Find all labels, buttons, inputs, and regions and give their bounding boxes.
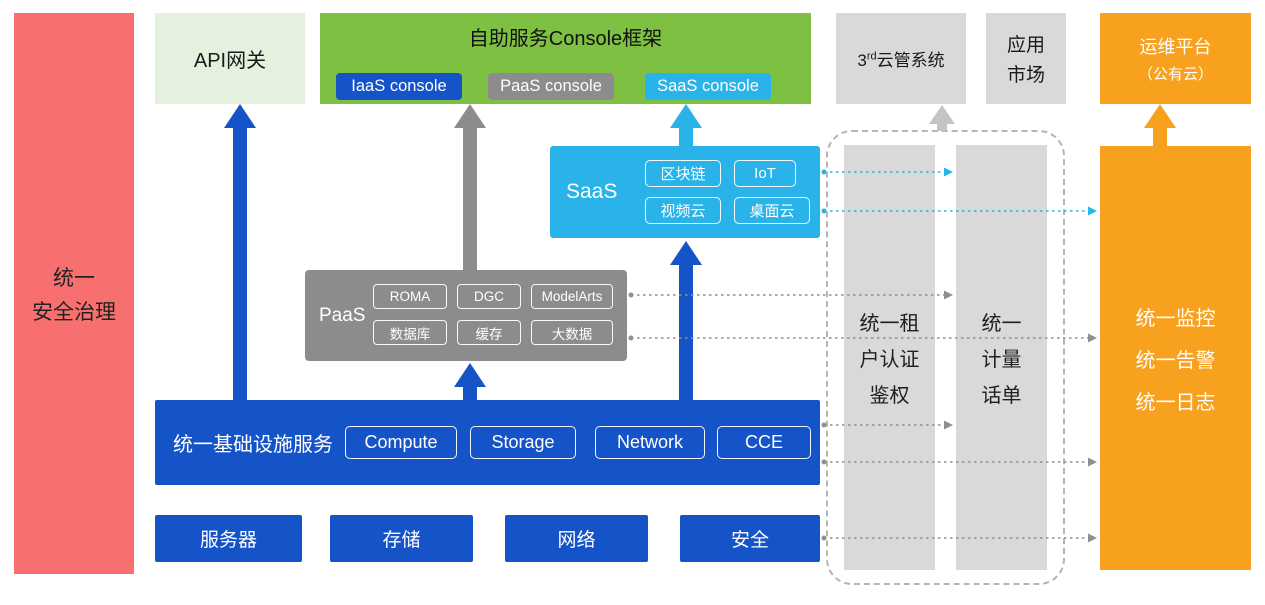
app-market-label: 应用 市场 (1007, 30, 1045, 87)
iaas-console-chip: IaaS console (336, 73, 462, 100)
hardware-network-box: 网络 (505, 515, 648, 562)
infra-item-cce: CCE (717, 426, 811, 459)
ops-platform-line-1: 运维平台 (1139, 37, 1212, 57)
tenant-auth-bar: 统一租 户认证 鉴权 (844, 145, 935, 570)
arrow-monitor-to-ops-platform (1144, 104, 1176, 146)
monitor-label: 统一监控 统一告警 统一日志 (1136, 302, 1216, 415)
third-party-cms-label: 3rd云管系统 (857, 46, 944, 71)
arrow-paas-to-console (454, 104, 486, 270)
metering-line-1: 统一 (981, 313, 1022, 335)
paas-item-database: 数据库 (373, 320, 447, 345)
third-party-cms-suffix: 云管系统 (876, 51, 945, 70)
metering-line-3: 话单 (981, 385, 1022, 407)
saas-item-iot: IoT (734, 160, 796, 187)
metering-line-2: 计量 (981, 349, 1022, 371)
app-market-line-1: 应用 (1006, 35, 1045, 56)
app-market-line-2: 市场 (1006, 65, 1045, 86)
hardware-server-box: 服务器 (155, 515, 302, 562)
paas-item-bigdata: 大数据 (531, 320, 613, 345)
monitor-line-1: 统一监控 (1135, 307, 1216, 330)
saas-item-desktop-cloud: 桌面云 (734, 197, 810, 224)
arrow-infra-to-api-gateway (224, 104, 256, 400)
paas-item-modelarts: ModelArts (531, 284, 613, 309)
infra-item-network: Network (595, 426, 705, 459)
arrow-infra-to-saas (670, 241, 702, 400)
saas-box: SaaS 区块链 IoT 视频云 桌面云 (550, 146, 820, 238)
paas-label: PaaS (319, 304, 366, 326)
metering-bar: 统一 计量 话单 (956, 145, 1047, 570)
third-party-cms-prefix: 3 (857, 51, 867, 70)
third-party-cms-superscript: rd (866, 50, 877, 63)
security-governance-line-2: 安全治理 (32, 300, 116, 324)
tenant-auth-line-1: 统一租 (859, 313, 920, 335)
hardware-security-label: 安全 (730, 530, 769, 551)
saas-label: SaaS (566, 180, 618, 203)
ops-platform-label: 运维平台 （公有云） (1138, 33, 1213, 84)
tenant-auth-line-2: 户认证 (859, 349, 920, 371)
infra-item-storage: Storage (470, 426, 576, 459)
hardware-security-box: 安全 (680, 515, 820, 562)
paas-console-chip: PaaS console (488, 73, 614, 100)
app-market-box: 应用 市场 (986, 13, 1066, 104)
paas-item-cache: 缓存 (457, 320, 521, 345)
hardware-server-label: 服务器 (199, 530, 257, 551)
tenant-auth-label: 统一租 户认证 鉴权 (860, 307, 920, 408)
api-gateway-box: API网关 (155, 13, 305, 104)
infrastructure-box: 统一基础设施服务 Compute Storage Network CCE (155, 400, 820, 485)
arrow-saas-to-console (670, 104, 702, 146)
paas-box: PaaS ROMA DGC ModelArts 数据库 缓存 大数据 (305, 270, 627, 361)
third-party-cms-box: 3rd云管系统 (836, 13, 966, 104)
arrow-infra-to-paas (454, 363, 486, 400)
console-frame-box: 自助服务Console框架 IaaS console PaaS console … (320, 13, 811, 104)
metering-label: 统一 计量 话单 (982, 307, 1022, 408)
security-governance-bar: 统一 安全治理 (14, 13, 134, 574)
monitor-line-2: 统一告警 (1135, 349, 1216, 372)
console-frame-title: 自助服务Console框架 (468, 28, 663, 50)
tenant-auth-line-3: 鉴权 (869, 385, 910, 407)
api-gateway-label: API网关 (193, 50, 267, 72)
saas-console-chip: SaaS console (645, 73, 771, 100)
ops-platform-box: 运维平台 （公有云） (1100, 13, 1251, 104)
monitor-alert-log-bar: 统一监控 统一告警 统一日志 (1100, 146, 1251, 570)
hardware-network-label: 网络 (557, 530, 596, 551)
shared-services-dashed-group (826, 130, 1065, 585)
security-governance-label: 统一 安全治理 (32, 262, 116, 326)
paas-item-dgc: DGC (457, 284, 521, 309)
saas-item-video-cloud: 视频云 (645, 197, 721, 224)
ops-platform-line-2: （公有云） (1137, 66, 1213, 83)
infrastructure-label: 统一基础设施服务 (173, 434, 333, 456)
security-governance-line-1: 统一 (53, 266, 95, 290)
monitor-line-3: 统一日志 (1135, 391, 1216, 414)
saas-item-blockchain: 区块链 (645, 160, 721, 187)
hardware-storage-box: 存储 (330, 515, 473, 562)
hardware-storage-label: 存储 (382, 530, 421, 551)
infra-item-compute: Compute (345, 426, 457, 459)
arrow-shared-to-third-cms (929, 105, 955, 131)
paas-item-roma: ROMA (373, 284, 447, 309)
